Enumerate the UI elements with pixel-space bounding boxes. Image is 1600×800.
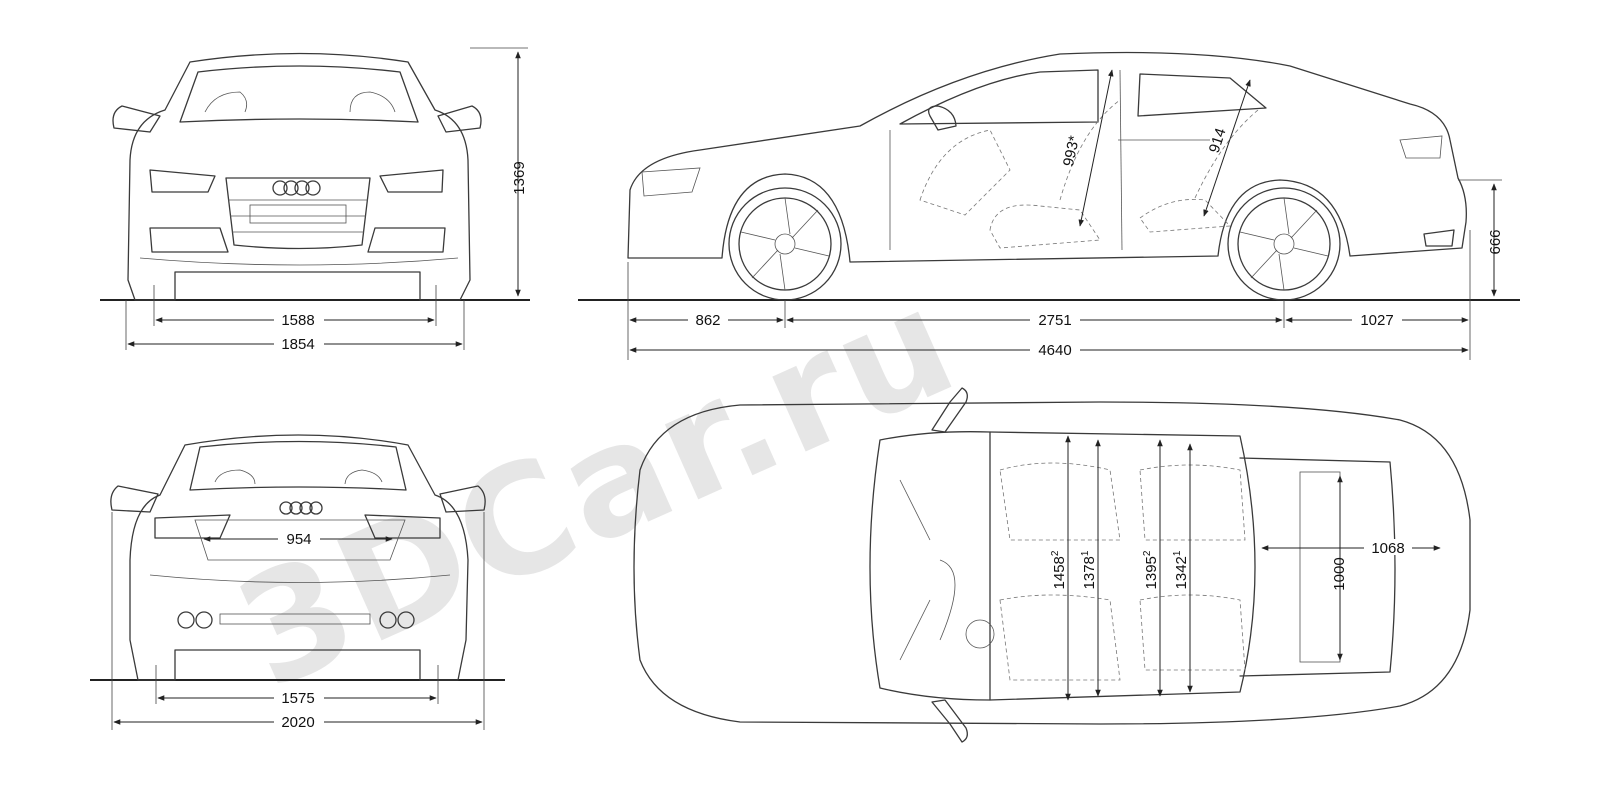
front-intake-left <box>149 227 229 253</box>
side-front-wheel <box>728 187 842 301</box>
top-front-elbow-label: 14582 <box>1050 550 1068 589</box>
side-mirror <box>927 105 957 131</box>
side-rear-door-label: 914 <box>1206 126 1230 155</box>
rear-headrests <box>214 469 383 485</box>
rear-mirror-right <box>439 485 486 513</box>
top-front-seats <box>999 462 1121 681</box>
side-front-overhang-label: 862 <box>695 312 720 329</box>
top-mirror-right <box>931 699 968 743</box>
side-rear-overhang-label: 1027 <box>1360 312 1393 329</box>
side-steering-area <box>919 129 1011 216</box>
side-rear-overhang-label-bg <box>1352 311 1402 327</box>
top-dash-lines <box>899 479 956 661</box>
rear-trunk-opening-label: 954 <box>286 531 311 548</box>
rear-exhaust-left <box>177 611 213 629</box>
top-front-shoulder-label: 13781 <box>1080 550 1098 589</box>
top-body-outline <box>633 401 1471 725</box>
rear-track-label: 1575 <box>281 690 314 707</box>
side-rear-height-label: 666 <box>1487 229 1504 254</box>
front-view: 1369 1588 1854 <box>100 47 530 353</box>
side-length-label-bg <box>1030 341 1080 357</box>
side-body-outline <box>627 51 1467 263</box>
side-b-pillar <box>1119 69 1123 251</box>
top-mirror-left <box>931 387 968 433</box>
front-logo-rings <box>272 180 321 196</box>
front-width-label-bg <box>274 335 324 351</box>
top-view: 14582 13781 13952 13421 1000 1068 <box>633 387 1471 743</box>
front-track-label: 1588 <box>281 312 314 329</box>
top-trunk-length-label: 1068 <box>1371 540 1404 557</box>
rear-window <box>189 440 407 491</box>
top-steering-wheel <box>965 619 995 649</box>
rear-width-label-bg <box>274 713 324 729</box>
rear-width-label: 2020 <box>281 714 314 731</box>
front-windshield <box>179 65 419 123</box>
front-width-label: 1854 <box>281 336 314 353</box>
side-rear-window <box>1137 73 1267 117</box>
top-front-elbow-sup: 2 <box>1050 550 1061 556</box>
front-body-outline <box>127 52 471 301</box>
top-rear-shoulder-value: 1342 <box>1173 556 1190 589</box>
top-rear-seats <box>1139 464 1246 671</box>
rear-trunk-lid <box>194 519 406 561</box>
front-lip <box>139 257 459 266</box>
rear-track-label-bg <box>274 689 324 705</box>
top-windshield <box>869 431 991 701</box>
rear-bumper-line <box>149 574 451 583</box>
top-rear-elbow-label: 13952 <box>1142 550 1160 589</box>
rear-taillight-left <box>154 514 231 539</box>
top-trunk-width-label: 1000 <box>1331 557 1348 590</box>
side-rear-door-line <box>1203 79 1251 217</box>
front-mirror-right <box>437 105 482 133</box>
front-headlight-left <box>149 169 216 193</box>
side-front-overhang-label-bg <box>688 311 728 327</box>
rear-view: 954 1575 2020 <box>90 434 505 731</box>
rear-exhaust-right <box>379 611 415 629</box>
side-wheelbase-label-bg <box>1030 311 1080 327</box>
rear-trunk-opening-label-bg <box>278 530 320 546</box>
side-rear-seat <box>1139 109 1259 233</box>
top-rear-shoulder-sup: 1 <box>1172 550 1183 556</box>
front-mirror-left <box>112 105 161 133</box>
side-door-lines <box>889 130 1210 250</box>
side-headlight <box>641 167 701 197</box>
front-intake-right <box>367 227 446 253</box>
front-height-label: 1369 <box>511 161 528 194</box>
top-front-elbow-value: 1458 <box>1051 556 1068 589</box>
watermark-text: 3DCar.ru <box>214 254 981 723</box>
side-front-door-line <box>1078 69 1114 227</box>
rear-body-outline <box>129 434 469 681</box>
front-grille-bars <box>228 199 368 233</box>
front-grille <box>225 177 371 250</box>
rear-diffuser <box>219 613 371 625</box>
top-rear-elbow-value: 1395 <box>1143 556 1160 589</box>
side-wheelbase-label: 2751 <box>1038 312 1071 329</box>
rear-mirror-left <box>110 485 159 513</box>
side-front-window <box>899 69 1099 125</box>
top-rear-shoulder-label: 13421 <box>1172 550 1190 589</box>
top-trunk-length-label-bg <box>1364 539 1412 555</box>
front-track-label-bg <box>274 311 324 327</box>
side-view: 993* 914 666 862 2751 1027 4640 <box>578 51 1520 360</box>
top-rear-deck <box>1239 457 1396 677</box>
side-taillight <box>1399 135 1443 159</box>
top-front-shoulder-value: 1378 <box>1081 556 1098 589</box>
top-roof <box>989 431 1256 701</box>
watermark: 3DCar.ru <box>214 254 981 723</box>
side-front-door-label: 993* <box>1060 134 1083 168</box>
top-rear-elbow-sup: 2 <box>1142 550 1153 556</box>
side-length-label: 4640 <box>1038 342 1071 359</box>
front-headlight-right <box>379 169 444 193</box>
side-rear-wheel <box>1227 187 1341 301</box>
front-seats <box>204 91 396 113</box>
front-plate <box>249 204 347 224</box>
side-exhaust <box>1423 229 1455 247</box>
rear-logo-rings <box>279 501 323 515</box>
top-front-shoulder-sup: 1 <box>1080 550 1091 556</box>
